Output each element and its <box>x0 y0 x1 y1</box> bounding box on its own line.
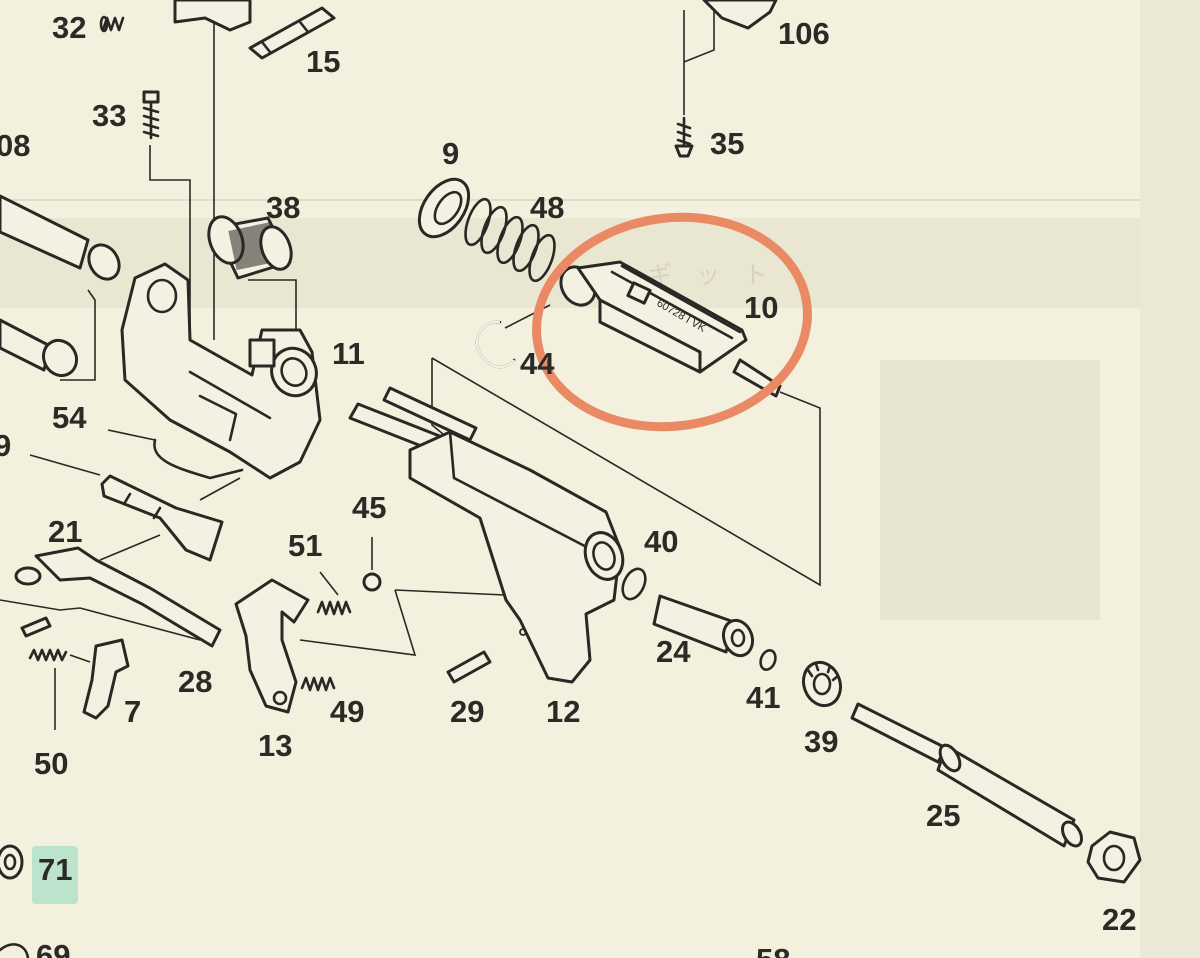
callout-69: 69 <box>36 938 70 958</box>
part-40-o-ring <box>621 567 647 601</box>
callout-39: 39 <box>804 724 838 759</box>
part-10-valve-block: 60728 I VK <box>559 260 782 398</box>
part-9-washer <box>417 177 471 239</box>
callout-33: 33 <box>92 98 126 133</box>
part-25-guide-rod <box>850 702 1083 848</box>
part-50-spring <box>28 648 68 662</box>
callout-50: 50 <box>34 746 68 781</box>
callout-32: 32 <box>52 10 86 45</box>
part-33-screw <box>142 90 160 140</box>
part-44-c-clip <box>475 320 516 369</box>
callout-7: 7 <box>124 694 141 729</box>
callout-38: 38 <box>266 190 300 225</box>
callout-9: 9 <box>442 136 459 171</box>
callout-54: 54 <box>52 400 87 435</box>
callout-15: 15 <box>306 44 340 79</box>
part-top-receiver-fragment <box>173 0 252 32</box>
callout-12: 12 <box>546 694 580 729</box>
callout-106: 106 <box>778 16 830 51</box>
callout-28: 28 <box>178 664 212 699</box>
callout-29: 29 <box>450 694 484 729</box>
leader-lines <box>0 10 821 730</box>
part-28-pin <box>20 616 52 638</box>
callout-08: 08 <box>0 128 30 163</box>
part-15-pin <box>248 6 336 60</box>
part-41-o-ring <box>759 649 777 671</box>
part-38-knurled-sleeve <box>207 215 293 280</box>
part-49-spring <box>300 676 336 692</box>
part-39-knurled-nut <box>801 660 843 708</box>
part-106-assembly <box>702 0 778 30</box>
callout-22: 22 <box>1102 902 1136 937</box>
callout-9-left: 9 <box>0 428 11 463</box>
part-22-end-cap <box>1086 830 1142 884</box>
callout-41: 41 <box>746 680 780 715</box>
callout-21: 21 <box>48 514 82 549</box>
part-9-lever <box>100 474 224 562</box>
callout-11: 11 <box>332 336 365 371</box>
callout-51: 51 <box>288 528 322 563</box>
part-24-pin <box>652 594 755 658</box>
part-45-ball <box>362 572 382 592</box>
part-71-nut <box>0 844 24 880</box>
part-51-spring <box>316 600 352 616</box>
part-7-sear <box>82 638 130 720</box>
callout-13: 13 <box>258 728 292 763</box>
callout-24: 24 <box>656 634 691 669</box>
part-48-spring <box>464 197 556 283</box>
callout-labels: 32 15 106 35 33 9 48 38 10 11 44 54 45 2… <box>0 10 1136 958</box>
callout-48: 48 <box>530 190 564 225</box>
callout-49: 49 <box>330 694 364 729</box>
callout-35: 35 <box>710 126 744 161</box>
part-29-pin <box>446 650 492 684</box>
highlight-circle <box>532 212 812 432</box>
highlight-marker <box>32 846 78 904</box>
part-21-trigger-bar <box>14 546 222 648</box>
part-32-spring <box>99 15 125 33</box>
part-12-slide-body <box>408 430 625 684</box>
callout-45: 45 <box>352 490 386 525</box>
callout-10: 10 <box>744 290 778 325</box>
part-35-screw <box>674 116 694 158</box>
callout-44: 44 <box>520 346 555 381</box>
callout-71: 71 <box>38 852 72 887</box>
part-69-fragment <box>0 943 30 958</box>
part-08-barrel-rods <box>0 194 121 378</box>
part-54-spring-arm <box>153 438 244 480</box>
callout-25: 25 <box>926 798 960 833</box>
part-receiver-frame <box>120 262 322 480</box>
callout-58: 58 <box>756 942 790 958</box>
callout-40: 40 <box>644 524 678 559</box>
part-13-hammer <box>234 578 310 714</box>
